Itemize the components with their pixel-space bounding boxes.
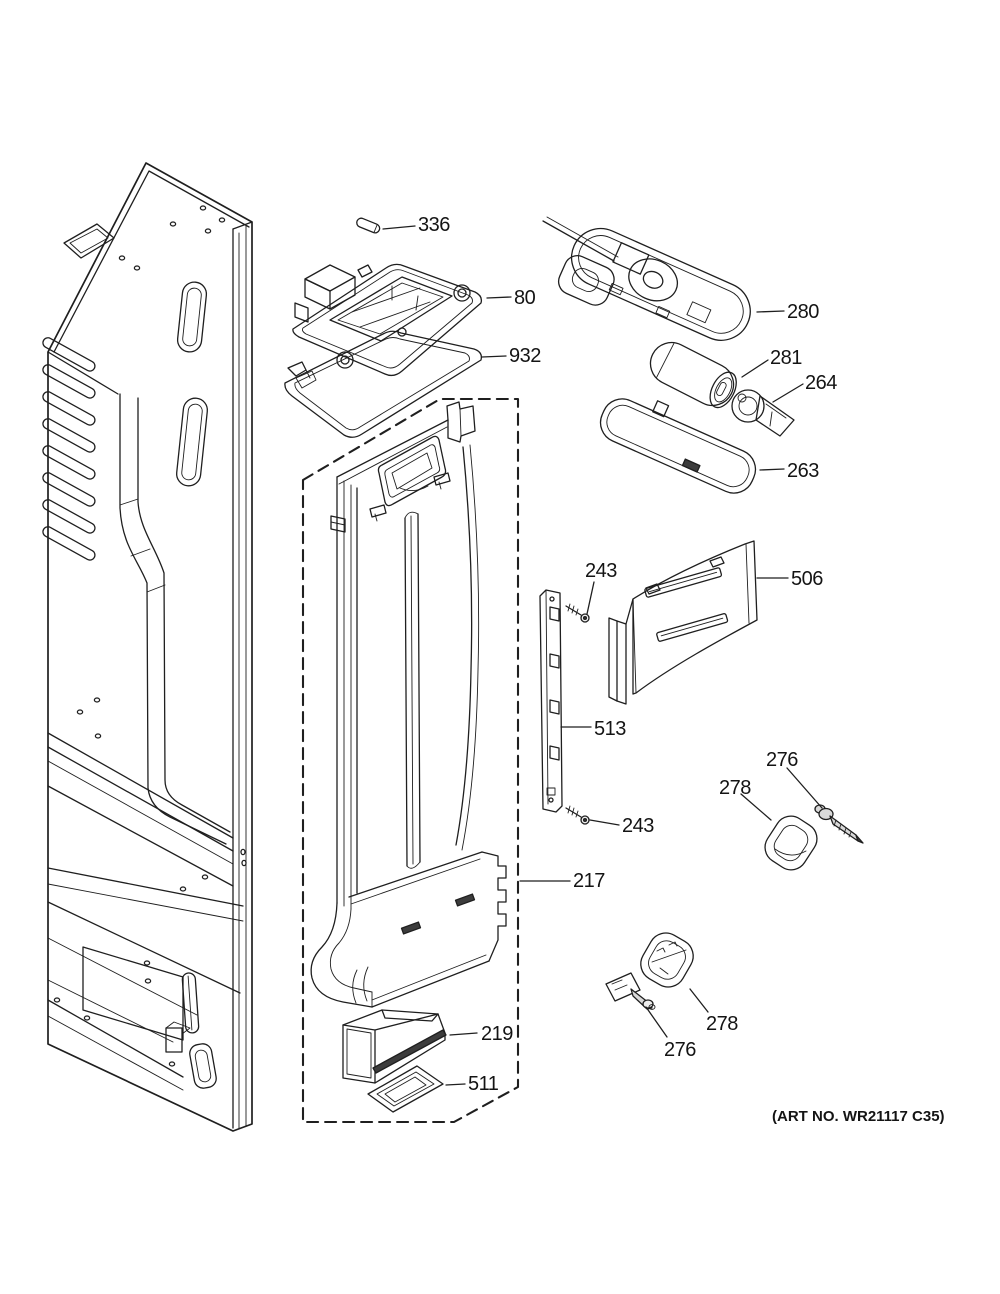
leader-lines: [382, 225, 823, 1086]
callout-219: 219: [481, 1023, 513, 1045]
callout-217: 217: [573, 870, 605, 892]
callout-276-lower: 276: [664, 1039, 696, 1061]
part-80-drawing: [292, 263, 483, 377]
callout-511: 511: [468, 1073, 499, 1095]
callout-278-upper: 278: [719, 777, 751, 799]
group-box-217: [301, 397, 520, 1124]
callout-281: 281: [770, 347, 802, 369]
part-217-drawing: [310, 401, 507, 1008]
part-276-screw-lower: [605, 972, 656, 1010]
callout-80: 80: [514, 287, 536, 309]
art-number: (ART NO. WR21117 C35): [772, 1108, 945, 1125]
callout-513: 513: [594, 718, 626, 740]
part-336-drawing: [356, 217, 381, 234]
callout-932: 932: [509, 345, 541, 367]
part-932-drawing: [284, 330, 482, 438]
callout-278-lower: 278: [706, 1013, 738, 1035]
part-278-bezel-lower: [640, 932, 694, 988]
part-513-drawing: [539, 589, 563, 813]
callout-243-bottom: 243: [622, 815, 654, 837]
callout-506: 506: [791, 568, 823, 590]
part-278-bezel-upper: [764, 815, 818, 871]
part-243-screw-top: [565, 603, 590, 623]
callout-336: 336: [418, 214, 450, 236]
callout-264: 264: [805, 372, 837, 394]
callout-276-upper: 276: [766, 749, 798, 771]
part-264-drawing: [731, 389, 795, 437]
cabinet-drawing: [42, 162, 253, 1132]
part-506-drawing: [608, 540, 758, 705]
part-280-drawing: [542, 216, 751, 341]
part-263-drawing: [599, 398, 757, 494]
part-276-screw-upper: [814, 804, 864, 844]
callout-243-top: 243: [585, 560, 617, 582]
part-511-drawing: [367, 1065, 444, 1113]
part-281-drawing: [649, 341, 737, 409]
callout-280: 280: [787, 301, 819, 323]
vent-slots: [42, 337, 96, 561]
callout-263: 263: [787, 460, 819, 482]
part-243-screw-bottom: [565, 805, 590, 825]
part-219-drawing: [342, 1009, 447, 1084]
